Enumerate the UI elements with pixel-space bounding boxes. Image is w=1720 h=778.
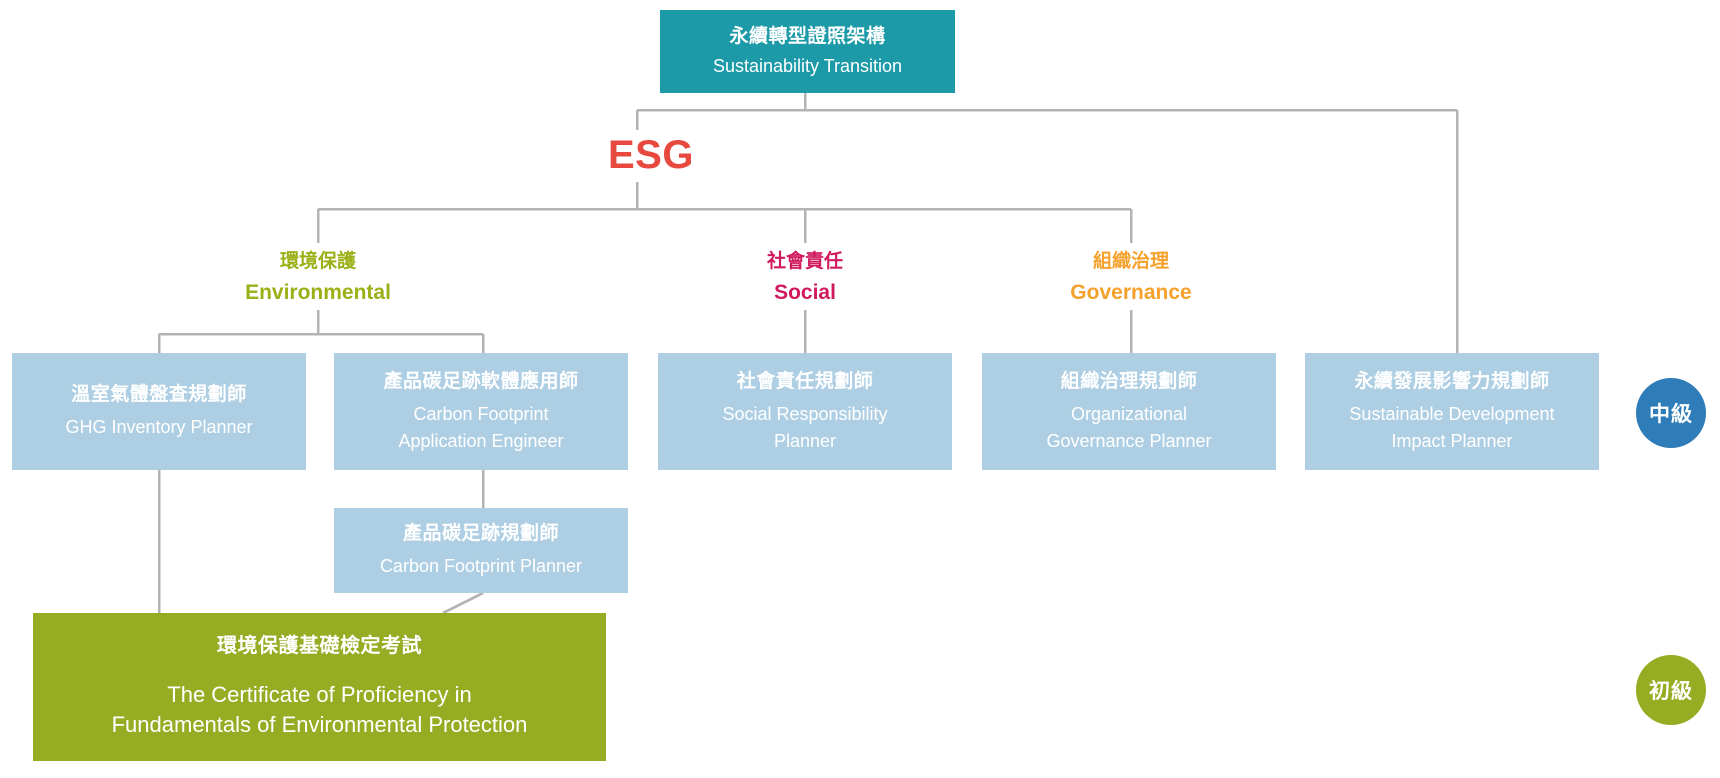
pillar-governance-zh: 組織治理 bbox=[1092, 251, 1169, 272]
node-cert-organizational-governance-planner-zh: 組織治理規劃師 bbox=[1060, 371, 1198, 393]
badge-level-beginner: 初級 bbox=[1636, 655, 1706, 725]
pillar-governance-en: Governance bbox=[1070, 280, 1192, 304]
node-cert-carbon-footprint-planner-zh: 產品碳足跡規劃師 bbox=[402, 523, 559, 545]
node-cert-carbon-footprint-planner[interactable]: 產品碳足跡規劃師 Carbon Footprint Planner bbox=[334, 508, 628, 593]
node-cert-ghg-inventory-planner-en: GHG Inventory Planner bbox=[65, 417, 253, 438]
node-cert-carbon-footprint-application-engineer-zh: 產品碳足跡軟體應用師 bbox=[383, 371, 579, 393]
pillar-social-en: Social bbox=[774, 280, 836, 304]
node-exam-environmental-protection-zh: 環境保護基礎檢定考試 bbox=[217, 635, 422, 658]
node-cert-carbon-footprint-planner-en: Carbon Footprint Planner bbox=[379, 556, 583, 577]
node-cert-ghg-inventory-planner-zh: 溫室氣體盤查規劃師 bbox=[71, 384, 247, 406]
node-cert-social-responsibility-planner-zh: 社會責任規劃師 bbox=[736, 371, 874, 393]
badge-level-intermediate-label: 中級 bbox=[1649, 403, 1693, 426]
esg-title: ESG bbox=[608, 133, 694, 177]
pillar-social: 社會責任 Social bbox=[705, 250, 905, 306]
pillar-environmental: 環境保護 Environmental bbox=[218, 250, 418, 306]
pillar-social-zh: 社會責任 bbox=[766, 251, 843, 272]
node-root[interactable]: 永續轉型證照架構 Sustainability Transition bbox=[660, 10, 955, 93]
line-cfp-to-exam bbox=[442, 591, 484, 615]
node-exam-environmental-protection[interactable]: 環境保護基礎檢定考試 The Certificate of Proficienc… bbox=[33, 613, 606, 761]
pillar-environmental-zh: 環境保護 bbox=[279, 251, 356, 272]
node-root-zh: 永續轉型證照架構 bbox=[729, 26, 886, 48]
pillar-environmental-en: Environmental bbox=[245, 280, 391, 304]
node-root-en: Sustainability Transition bbox=[712, 56, 903, 77]
badge-level-intermediate: 中級 bbox=[1636, 378, 1706, 448]
node-cert-sustainable-development-impact-planner-zh: 永續發展影響力規劃師 bbox=[1354, 371, 1550, 393]
node-cert-ghg-inventory-planner[interactable]: 溫室氣體盤查規劃師 GHG Inventory Planner bbox=[12, 353, 306, 470]
badge-level-beginner-label: 初級 bbox=[1649, 680, 1693, 703]
pillar-governance: 組織治理 Governance bbox=[1031, 250, 1231, 306]
